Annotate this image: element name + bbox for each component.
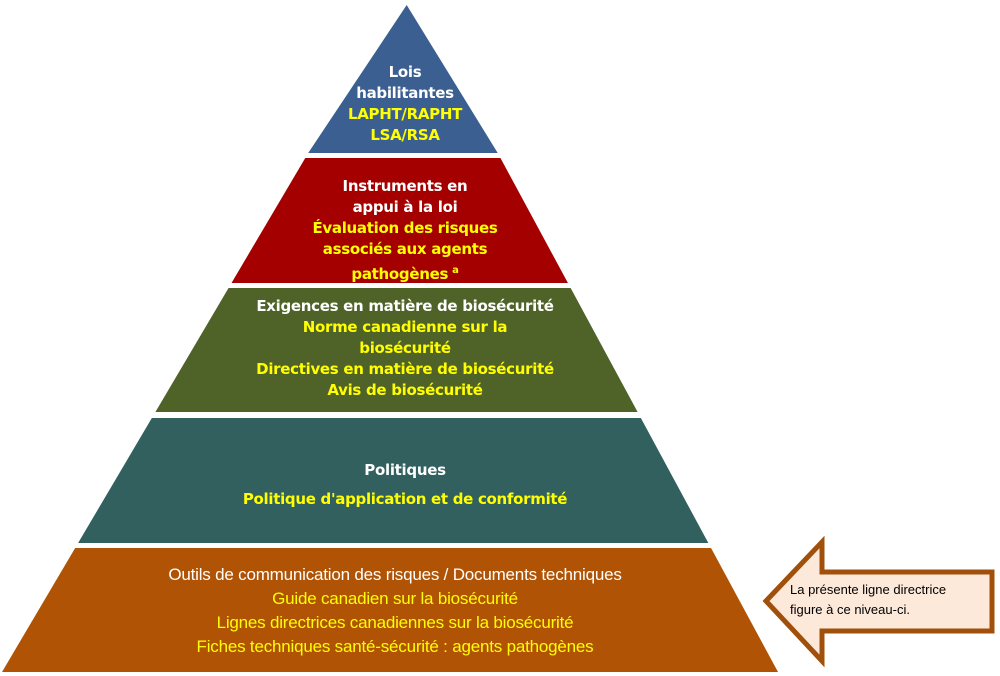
tier-heading: Exigences en matière de biosécurité — [256, 297, 554, 315]
callout-arrow-left — [762, 535, 995, 668]
tier-item: Politique d'application et de conformité — [242, 490, 568, 508]
tier-politiques-shape — [78, 418, 709, 543]
tier-heading: Politiques — [364, 461, 446, 479]
footnote-marker: a — [452, 265, 459, 276]
tier-item: Fiches techniques santé-sécurité : agent… — [196, 637, 594, 656]
tier-lois-habilitantes: Lois habilitantes LAPHT/RAPHT LSA/RSA — [305, 62, 505, 146]
tier-item: Évaluation des risques — [312, 219, 498, 237]
tier-lois-habilitantes-shape — [308, 5, 498, 153]
tier-item: LSA/RSA — [370, 126, 440, 144]
tier-item: Avis de biosécurité — [327, 381, 483, 399]
tier-item: associés aux agents — [322, 240, 488, 258]
tier-heading: Instruments en — [342, 177, 468, 195]
callout-text: La présente ligne directrice figure à ce… — [790, 580, 990, 620]
tier-item: Guide canadien sur la biosécurité — [272, 589, 518, 608]
tier-item: LAPHT/RAPHT — [347, 105, 463, 123]
tier-heading: Lois — [388, 63, 422, 81]
tier-politiques: Politiques Politique d'application et de… — [180, 456, 630, 514]
tier-item: Norme canadienne sur la — [302, 318, 508, 336]
tier-item: Directives en matière de biosécurité — [256, 360, 554, 378]
tier-exigences-biosecurite: Exigences en matière de biosécurité Norm… — [180, 296, 630, 401]
tier-item-text: pathogènes — [351, 265, 449, 283]
callout-line: La présente ligne directrice — [790, 582, 947, 597]
tier-outils-communication: Outils de communication des risques / Do… — [80, 563, 710, 659]
callout-line: figure à ce niveau-ci. — [790, 602, 910, 617]
tier-heading: Outils de communication des risques / Do… — [168, 565, 622, 584]
tier-outils-shape — [2, 548, 778, 672]
tier-exigences-shape — [155, 288, 638, 412]
tier-item: biosécurité — [359, 339, 451, 357]
tier-instruments-en-appui: Instruments en appui à la loi Évaluation… — [255, 176, 555, 285]
tier-heading: habilitantes — [356, 84, 454, 102]
tier-instruments-shape — [231, 158, 568, 283]
tier-item: Lignes directrices canadiennes sur la bi… — [216, 613, 574, 632]
tier-heading: appui à la loi — [352, 198, 458, 216]
